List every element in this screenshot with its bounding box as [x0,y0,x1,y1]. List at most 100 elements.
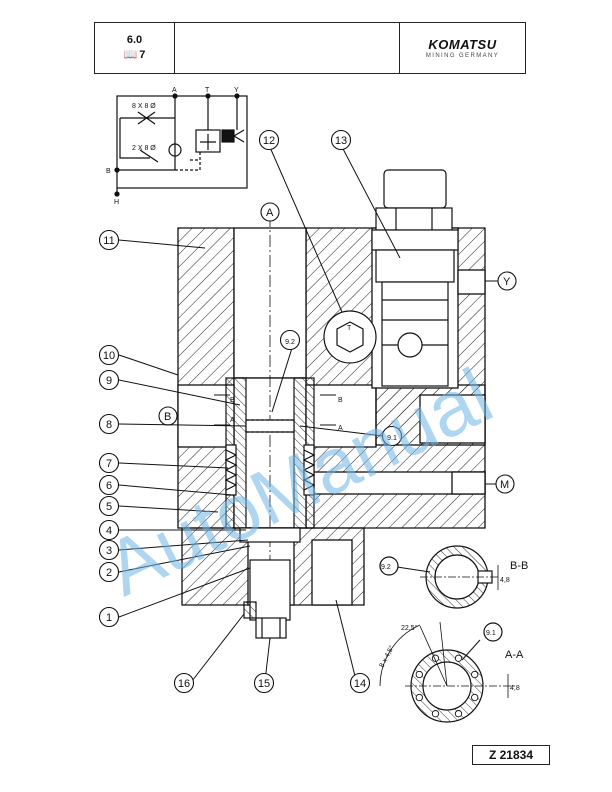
section-aa-view [379,621,515,723]
seat-orifice-ring [245,419,295,433]
section-number: 6.0 [126,34,143,46]
leader-1 [118,567,251,618]
schematic-check-valve [168,143,182,157]
callout-label-4: 4 [106,525,112,537]
brand-subtitle: MINING GERMANY [425,53,500,59]
plug-12 [323,310,377,364]
seal-ring-16 [243,601,257,619]
leader-16 [191,613,245,682]
leader-7 [118,462,229,469]
callout-circle-9 [98,369,120,391]
schematic-solenoid [221,129,235,143]
pilot-hex [375,207,453,231]
callout-circle-11 [98,229,120,251]
spring-left-coil [224,449,238,491]
section-aa-hole [454,710,463,718]
callout-circle-1 [98,606,120,628]
section-bb-view [379,545,500,609]
callout-circle-16 [173,672,195,694]
schematic-port-y-dot [234,93,240,99]
leader-9-1 [299,425,384,437]
schematic-orifice-top-label: 8 X 8 Ø [132,103,156,110]
t-port-hex [336,321,364,353]
section-b-left: B [230,397,235,404]
callout-circle-9-2 [279,329,301,351]
section-bb-leader [396,566,431,573]
section-aa-label: A-A [505,649,524,661]
section-bb-callout-circle [379,556,399,576]
schematic-pilot-line [175,152,201,171]
callout-circle-2 [98,561,120,583]
callout-circle-8 [98,413,120,435]
bottom-plug [249,559,291,621]
section-bb-dim: 4,8 [500,577,510,584]
right-cavity-2 [419,394,486,444]
leader-10 [118,354,179,376]
callout-label-9-1: 9.1 [387,435,397,442]
schematic-orifice-loop [119,117,175,159]
callout-label-15: 15 [258,678,270,690]
port-y-bore [457,269,486,295]
leader-8 [118,423,247,427]
section-marks [214,394,336,426]
spring-right-coil [302,449,316,491]
section-aa-hole [431,710,440,718]
schematic-label-h: H [114,199,119,206]
callout-label-9-2: 9.2 [285,339,295,346]
port-y-label: Y [503,276,511,288]
callout-circle-6 [98,474,120,496]
leader-9-2 [271,347,293,413]
schematic-frame [116,95,248,189]
schematic-label-t: T [205,87,210,94]
callout-label-2: 2 [106,567,112,579]
port-b-label: B [164,411,171,423]
leader-12 [268,144,343,313]
schematic-orifice-bottom-label: 2 X 8 Ø [132,145,156,152]
callout-label-13: 13 [335,135,347,147]
pilot-collar [371,229,459,251]
t-port-label: T [347,325,352,332]
section-aa-spec: 8 x 4,5° [378,644,396,669]
schematic-valve-body [195,129,221,153]
section-aa-callout-circle [483,622,503,642]
section-aa-dim: 4,8 [510,685,520,692]
callout-label-3: 3 [106,545,112,557]
orifice-holes [246,419,294,433]
right-cavity [305,384,377,448]
callout-circle-10 [98,344,120,366]
port-m-bore [451,471,486,495]
callout-label-14: 14 [354,678,366,690]
section-aa-angle-ray-2 [439,621,448,687]
leader-6 [118,484,233,496]
seat-plug [239,527,301,543]
callout-label-1: 1 [106,612,112,624]
section-a-right: A [338,425,343,432]
book-icon: 📖 [123,49,138,61]
brand-name: KOMATSU [428,37,497,52]
callout-circle-7 [98,452,120,474]
bottom-nut [255,617,287,639]
section-aa-hole [471,670,479,679]
callout-label-6: 6 [106,480,112,492]
port-labels [158,202,517,494]
callout-circle-4 [98,519,120,541]
leader-2 [118,545,251,573]
callout-label-10: 10 [103,350,115,362]
pilot-cross-bore [397,332,423,358]
hydraulic-schematic [114,93,248,197]
section-aa-hole [471,693,479,702]
seat-assembly [224,377,316,639]
schematic-spring [233,129,245,143]
section-aa-callout: 9.1 [486,630,496,637]
schematic-port-t-dot [205,93,211,99]
pilot-coil [375,249,455,283]
port-m-label: M [500,479,509,491]
schematic-port-h-dot [114,191,120,197]
schematic-orifice-top [137,111,156,125]
leader-3 [118,539,249,551]
section-aa-hole [454,654,463,662]
schematic-port-b-dot [114,167,120,173]
callout-circle-5 [98,495,120,517]
callout-circle-13 [330,129,352,151]
